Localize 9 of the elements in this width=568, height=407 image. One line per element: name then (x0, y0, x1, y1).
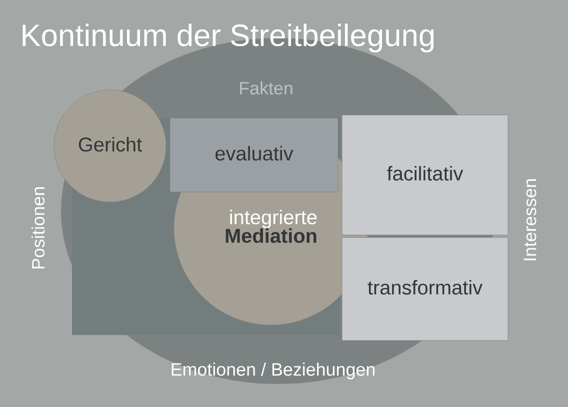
circle-node: Gericht (54, 90, 166, 202)
box-node: facilitativ (342, 114, 508, 236)
axis-label: Positionen (31, 187, 45, 268)
axis-label: Interessen (524, 179, 536, 260)
title: Kontinuum der Streitbeilegung (22, 24, 434, 52)
box-node: evaluativ (170, 118, 338, 192)
axis-label: Emotionen / Beziehungen (172, 362, 374, 380)
axis-label: Fakten (240, 81, 292, 95)
box-node: transformativ (342, 237, 508, 341)
